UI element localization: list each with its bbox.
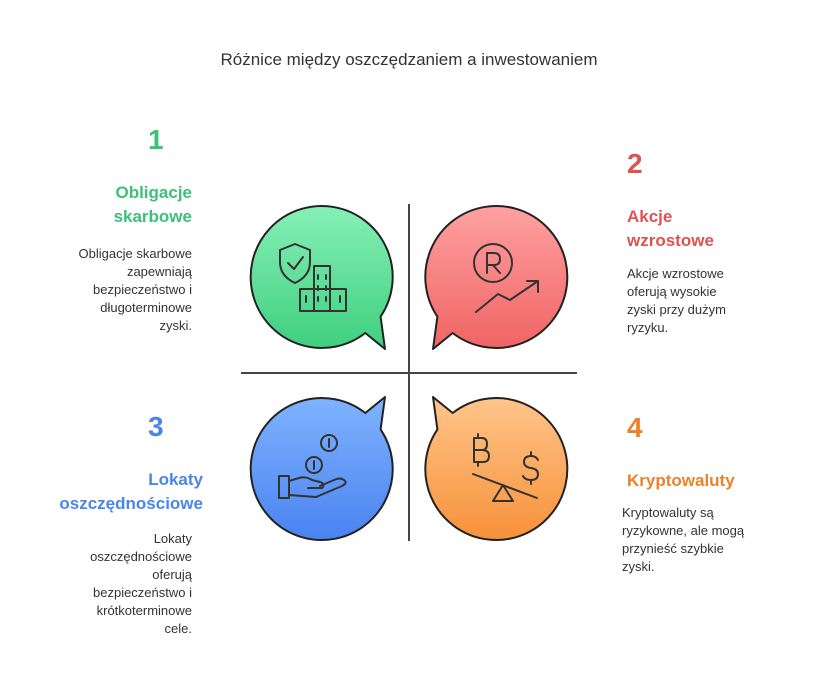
description-1-line-5: zyski. <box>159 318 193 333</box>
description-3: Lokaty oszczędnościowe oferują bezpiecze… <box>40 530 192 638</box>
description-3-line-3: oferują <box>152 567 192 582</box>
description-4-line-1: Kryptowaluty są <box>622 505 714 520</box>
heading-3-line-1: Lokaty <box>148 470 203 489</box>
heading-3-line-2: oszczędnościowe <box>59 494 203 513</box>
description-3-line-1: Lokaty <box>153 531 192 546</box>
description-4-line-4: zyski. <box>622 559 655 574</box>
number-4: 4 <box>627 412 643 443</box>
description-3-line-6: cele. <box>164 621 192 636</box>
description-1-line-1: Obligacje skarbowe <box>78 246 192 261</box>
heading-4: Kryptowaluty <box>627 469 735 493</box>
heading-1-line-1: Obligacje <box>115 183 192 202</box>
heading-3: Lokaty oszczędnościowe <box>20 468 203 516</box>
bubble-4-shape <box>424 396 569 542</box>
number-1: 1 <box>148 124 164 155</box>
heading-4-line-1: Kryptowaluty <box>627 471 735 490</box>
description-2-line-3: zyski przy dużym <box>627 302 726 317</box>
description-1: Obligacje skarbowe zapewniają bezpieczeń… <box>40 245 192 335</box>
diagram-title: Różnice między oszczędzaniem a inwestowa… <box>220 50 598 69</box>
description-1-line-2: zapewniają <box>126 264 192 279</box>
number-2: 2 <box>627 148 643 179</box>
description-4-line-3: przynieść szybkie <box>622 541 724 556</box>
bubble-1-shape <box>249 204 394 350</box>
description-3-line-5: krótkoterminowe <box>96 603 192 618</box>
description-2: Akcje wzrostowe oferują wysokie zyski pr… <box>627 265 726 337</box>
bubble-4 <box>424 396 569 542</box>
bubble-1 <box>249 204 394 350</box>
heading-1: Obligacje skarbowe <box>60 181 192 229</box>
rand-growth-icon <box>473 243 539 313</box>
number-3: 3 <box>148 411 164 442</box>
description-1-line-3: bezpieczeństwo i <box>93 282 192 297</box>
heading-1-line-2: skarbowe <box>113 207 192 226</box>
description-3-line-2: oszczędnościowe <box>90 549 192 564</box>
shield-building-icon <box>279 243 347 312</box>
description-4: Kryptowaluty są ryzykowne, ale mogą przy… <box>622 504 744 576</box>
bitcoin-dollar-scale-icon <box>472 433 539 502</box>
description-4-line-2: ryzykowne, ale mogą <box>622 523 745 538</box>
description-2-line-4: ryzyku. <box>627 320 669 335</box>
heading-2: Akcje wzrostowe <box>627 205 714 253</box>
description-1-line-4: długoterminowe <box>100 300 192 315</box>
bubble-2 <box>424 204 569 350</box>
description-2-line-2: oferują wysokie <box>627 284 717 299</box>
bubble-3 <box>249 396 394 542</box>
heading-2-line-2: wzrostowe <box>627 231 714 250</box>
description-3-line-4: bezpieczeństwo i <box>93 585 192 600</box>
heading-2-line-1: Akcje <box>627 207 673 226</box>
hand-coins-icon <box>278 434 347 499</box>
description-2-line-1: Akcje wzrostowe <box>627 266 724 281</box>
bubble-2-shape <box>424 204 569 350</box>
